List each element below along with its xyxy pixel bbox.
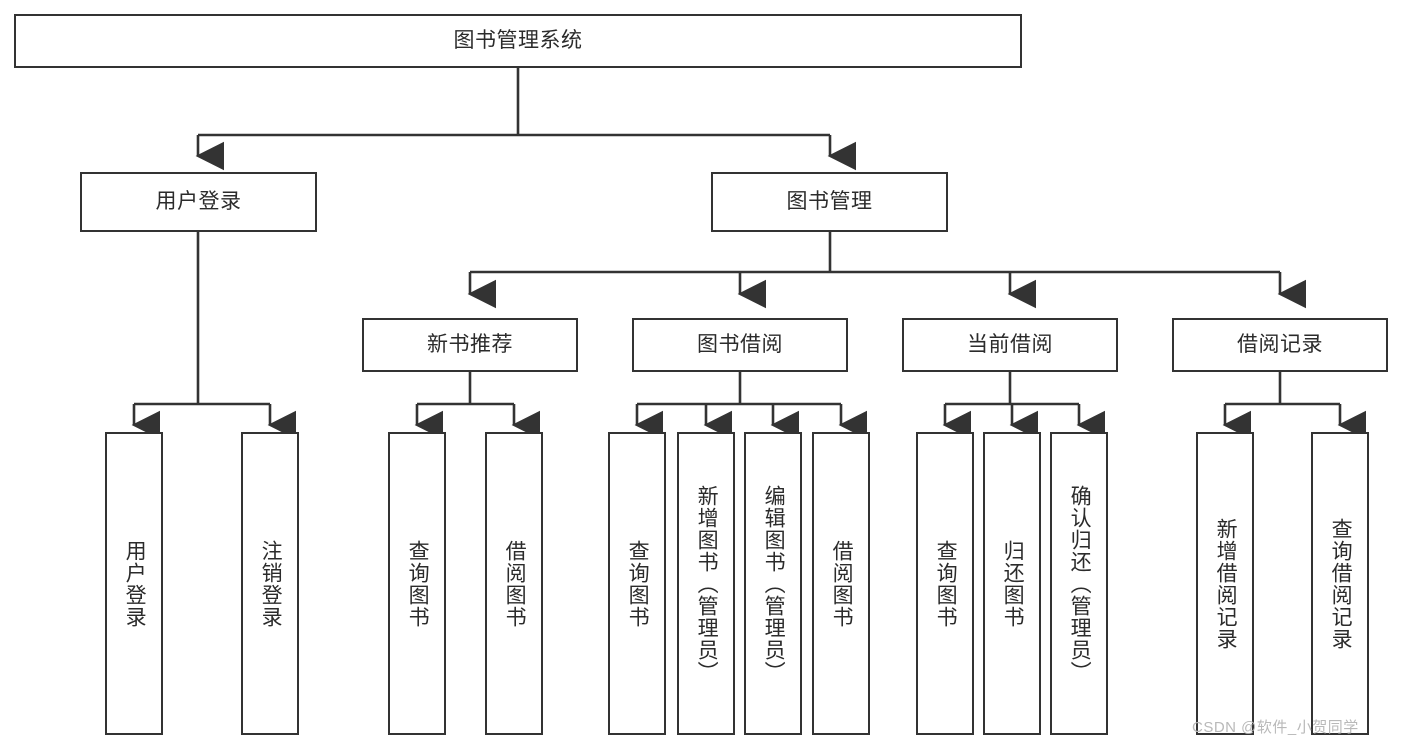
- leaf-borrow-book-2[interactable]: 借阅图书: [812, 432, 870, 735]
- node-book-manage[interactable]: 图书管理: [711, 172, 948, 232]
- node-new-book-recommend[interactable]: 新书推荐: [362, 318, 578, 372]
- leaf-edit-book-label: 编辑图书（管理员）: [762, 484, 786, 683]
- node-new-book-recommend-label: 新书推荐: [427, 333, 513, 357]
- node-book-borrow[interactable]: 图书借阅: [632, 318, 848, 372]
- leaf-return-book-label: 归还图书: [1001, 539, 1025, 628]
- leaf-confirm-return[interactable]: 确认归还（管理员）: [1050, 432, 1108, 735]
- leaf-query-book-1[interactable]: 查询图书: [388, 432, 446, 735]
- leaf-query-book-2[interactable]: 查询图书: [608, 432, 666, 735]
- leaf-user-logout-label: 注销登录: [259, 539, 283, 628]
- leaf-user-logout[interactable]: 注销登录: [241, 432, 299, 735]
- leaf-return-book[interactable]: 归还图书: [983, 432, 1041, 735]
- leaf-query-book-1-label: 查询图书: [406, 539, 430, 628]
- leaf-query-book-2-label: 查询图书: [626, 539, 650, 628]
- node-book-borrow-label: 图书借阅: [697, 333, 783, 357]
- node-root-label: 图书管理系统: [453, 29, 583, 53]
- leaf-query-record[interactable]: 查询借阅记录: [1311, 432, 1369, 735]
- leaf-confirm-return-label: 确认归还（管理员）: [1068, 484, 1092, 683]
- leaf-borrow-book-1-label: 借阅图书: [503, 539, 527, 628]
- leaf-borrow-book-2-label: 借阅图书: [830, 539, 854, 628]
- watermark: CSDN @软件_小贺同学: [1192, 719, 1359, 736]
- node-user-login-label: 用户登录: [155, 190, 242, 214]
- node-borrow-record[interactable]: 借阅记录: [1172, 318, 1388, 372]
- node-user-login[interactable]: 用户登录: [80, 172, 317, 232]
- leaf-query-book-3[interactable]: 查询图书: [916, 432, 974, 735]
- leaf-user-login[interactable]: 用户登录: [105, 432, 163, 735]
- leaf-borrow-book-1[interactable]: 借阅图书: [485, 432, 543, 735]
- node-root[interactable]: 图书管理系统: [14, 14, 1022, 68]
- leaf-query-book-3-label: 查询图书: [934, 539, 958, 628]
- leaf-edit-book[interactable]: 编辑图书（管理员）: [744, 432, 802, 735]
- node-book-manage-label: 图书管理: [786, 190, 873, 214]
- leaf-query-record-label: 查询借阅记录: [1329, 517, 1353, 650]
- node-current-borrow[interactable]: 当前借阅: [902, 318, 1118, 372]
- node-borrow-record-label: 借阅记录: [1237, 333, 1323, 357]
- leaf-user-login-label: 用户登录: [123, 539, 147, 628]
- leaf-add-book[interactable]: 新增图书（管理员）: [677, 432, 735, 735]
- node-current-borrow-label: 当前借阅: [967, 333, 1053, 357]
- leaf-add-record-label: 新增借阅记录: [1214, 517, 1238, 650]
- leaf-add-book-label: 新增图书（管理员）: [695, 484, 719, 683]
- leaf-add-record[interactable]: 新增借阅记录: [1196, 432, 1254, 735]
